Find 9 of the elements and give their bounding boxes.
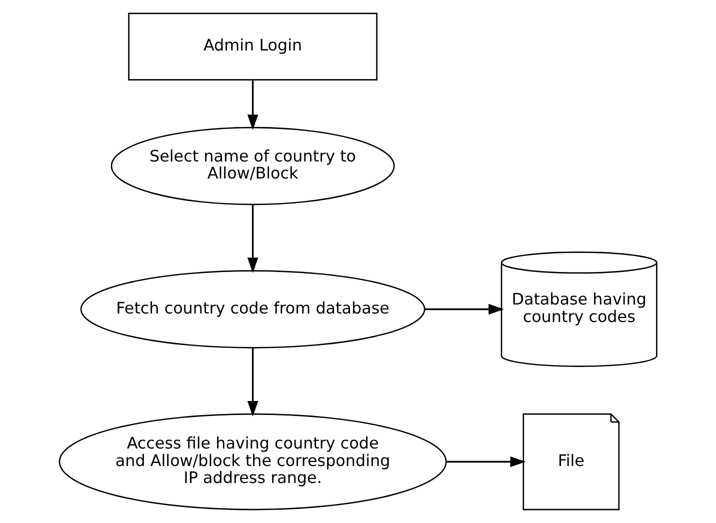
arrow [247,80,258,130]
node-ellipse: Fetch country code from database [80,270,426,348]
node-ellipse: Access file having country code and Allow/block the corresponding IP address range. [58,413,447,510]
node-ellipse: Select name of country to Allow/Block [110,126,395,206]
node-box: Admin Login [128,12,378,80]
arrow [446,456,526,468]
arrow [247,204,258,274]
arrow [247,348,258,416]
arrow [424,304,504,315]
